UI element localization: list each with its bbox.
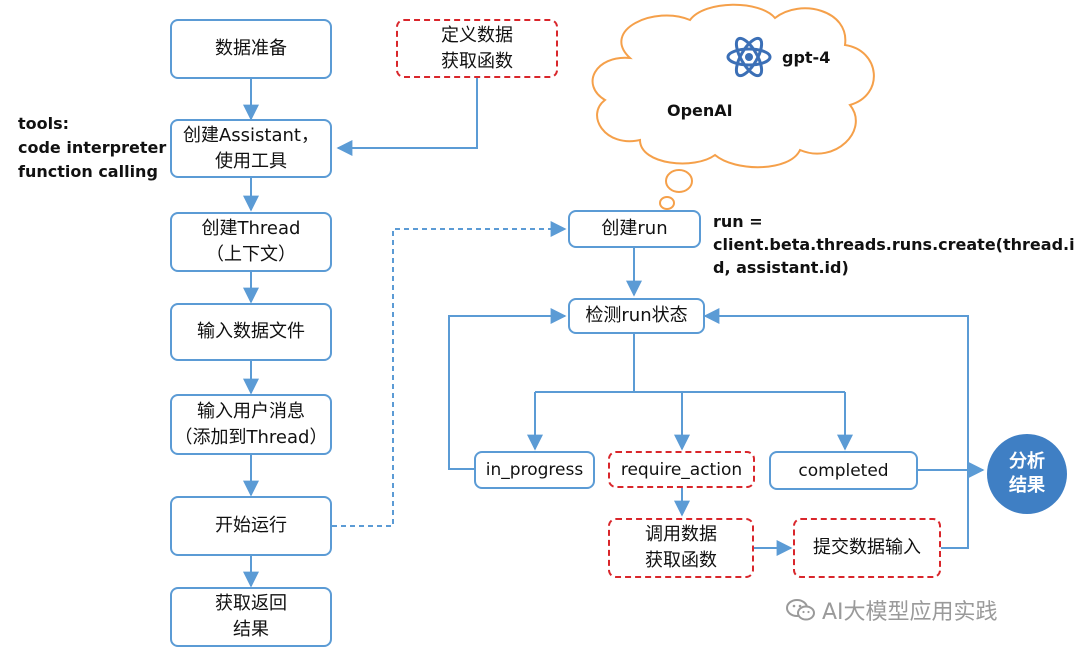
run-code-line-2: client.beta.threads.runs.create(thread.i — [713, 235, 1075, 254]
analysis-result-line-1: 分析 — [1009, 451, 1045, 472]
create-thread-box: 创建Thread （上下文） — [170, 212, 332, 272]
require-action-box: require_action — [608, 451, 755, 488]
completed-label: completed — [798, 460, 889, 481]
create-assistant-line-1: 创建Assistant， — [182, 124, 319, 146]
analysis-result-circle: 分析 结果 — [987, 434, 1067, 514]
arrow-submit-to-check — [703, 308, 969, 549]
submit-input-box: 提交数据输入 — [793, 518, 941, 578]
create-assistant-box: 创建Assistant， 使用工具 — [170, 119, 332, 178]
cloud-model-label: gpt-4 — [782, 48, 831, 67]
call-function-box: 调用数据 获取函数 — [608, 518, 754, 578]
call-function-line-2: 获取函数 — [645, 550, 717, 571]
run-code-note: run = client.beta.threads.runs.create(th… — [713, 210, 1075, 279]
cloud-provider-label: OpenAI — [667, 101, 733, 120]
watermark-text: AI大模型应用实践 — [822, 600, 998, 625]
run-code-line-1: run = — [713, 212, 763, 231]
data-prep-box: 数据准备 — [170, 19, 332, 79]
create-thread-line-1: 创建Thread — [201, 218, 301, 239]
wechat-icon — [786, 599, 815, 621]
in-progress-box: in_progress — [474, 451, 595, 489]
atom-icon — [726, 36, 772, 78]
get-result-line-1: 获取返回 — [215, 593, 287, 614]
define-function-box: 定义数据 获取函数 — [396, 19, 558, 78]
create-run-label: 创建run — [601, 218, 668, 239]
call-function-line-1: 调用数据 — [645, 524, 717, 545]
completed-box: completed — [769, 451, 918, 490]
input-file-label: 输入数据文件 — [197, 321, 305, 342]
in-progress-label: in_progress — [485, 460, 584, 480]
tools-note: tools: code interpreter function calling — [18, 112, 166, 184]
tools-note-line-1: tools: — [18, 114, 70, 133]
define-function-line-2: 获取函数 — [441, 50, 513, 72]
tools-note-line-3: function calling — [18, 162, 158, 181]
submit-input-label: 提交数据输入 — [813, 537, 921, 558]
get-result-line-2: 结果 — [233, 619, 269, 640]
create-assistant-line-2: 使用工具 — [215, 150, 287, 172]
arrow-in-progress-loop — [448, 308, 567, 470]
analysis-result-line-2: 结果 — [1009, 475, 1045, 496]
watermark: AI大模型应用实践 — [786, 594, 998, 626]
start-run-label: 开始运行 — [215, 515, 287, 536]
arrow-start-to-create-run — [332, 221, 567, 527]
create-thread-line-2: （上下文） — [206, 244, 296, 265]
data-prep-label: 数据准备 — [215, 38, 287, 59]
tools-note-line-2: code interpreter — [18, 138, 167, 157]
input-message-line-2: （添加到Thread） — [174, 426, 328, 448]
arrow-define-to-assistant — [336, 78, 478, 156]
check-status-box: 检测run状态 — [568, 298, 705, 334]
openai-cloud — [591, 3, 875, 222]
define-function-line-1: 定义数据 — [441, 24, 513, 46]
check-status-label: 检测run状态 — [585, 305, 688, 326]
start-run-box: 开始运行 — [170, 496, 332, 556]
run-code-line-3: d, assistant.id) — [713, 258, 849, 277]
input-message-line-1: 输入用户消息 — [197, 400, 305, 422]
get-result-box: 获取返回 结果 — [170, 587, 332, 647]
create-run-box: 创建run — [568, 210, 701, 248]
require-action-label: require_action — [620, 459, 743, 480]
input-file-box: 输入数据文件 — [170, 303, 332, 361]
input-message-box: 输入用户消息 （添加到Thread） — [170, 394, 332, 455]
